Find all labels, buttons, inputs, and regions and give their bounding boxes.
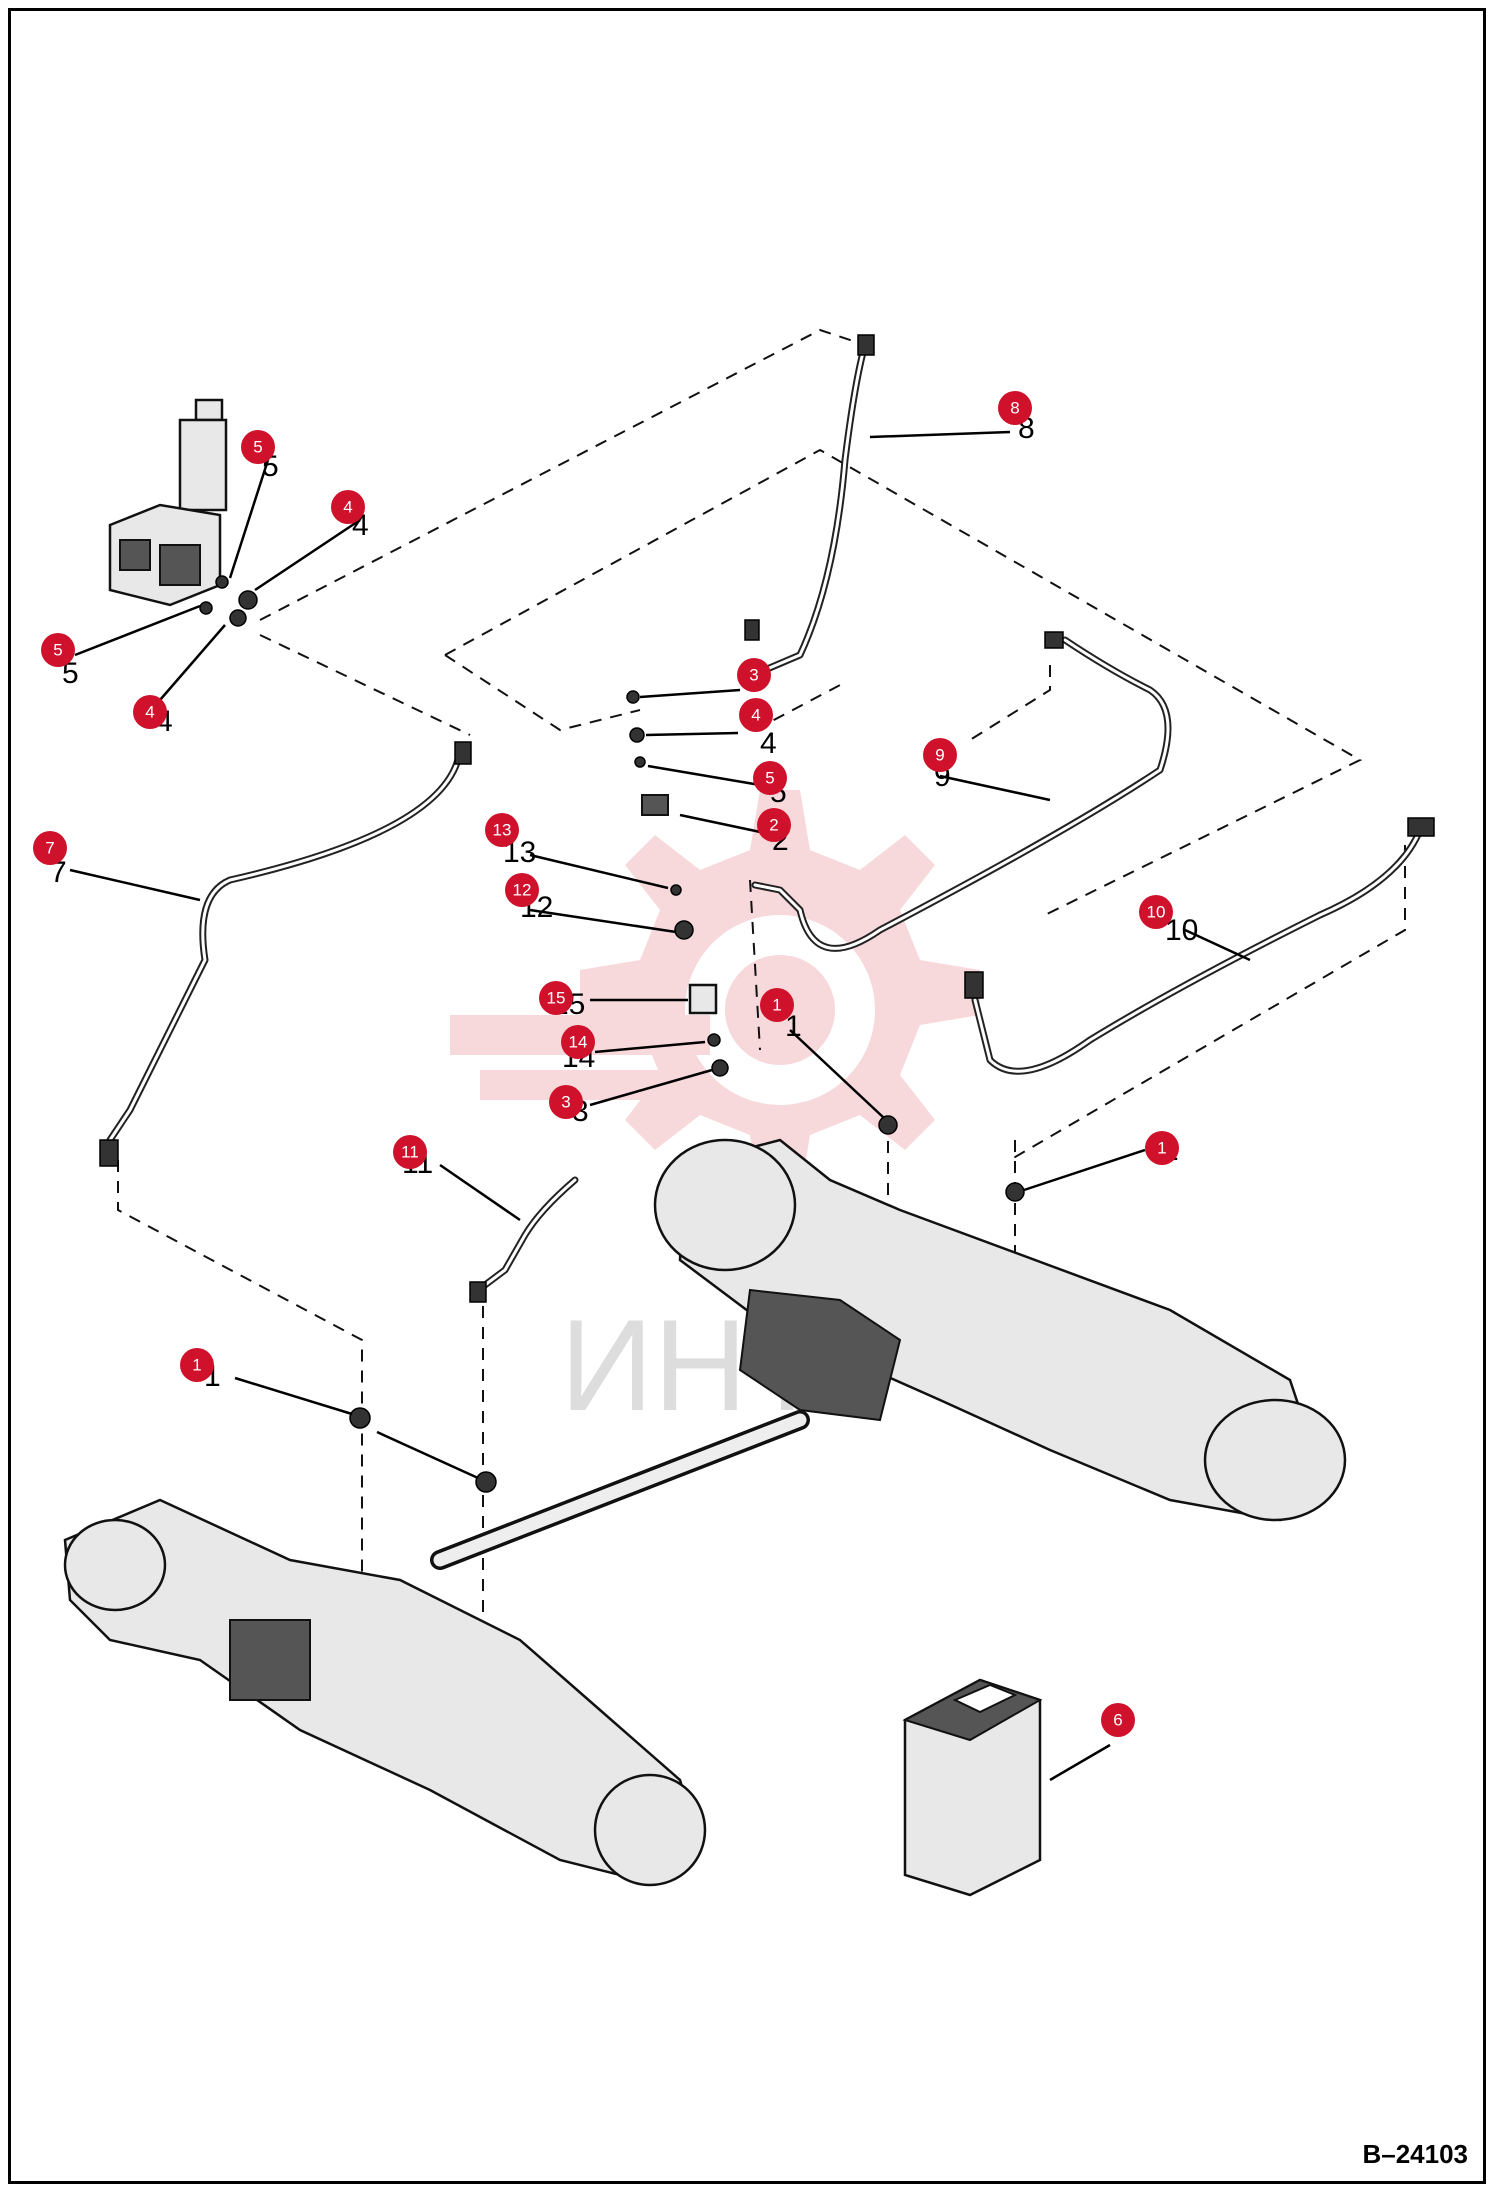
callout-9[interactable]: 9 <box>923 738 957 772</box>
svg-text:5: 5 <box>53 641 62 660</box>
svg-text:7: 7 <box>45 839 54 858</box>
svg-text:3: 3 <box>749 666 758 685</box>
callout-5-center[interactable]: 5 <box>753 761 787 795</box>
drawing-number: B–24103 <box>1362 2139 1468 2169</box>
callout-1-right[interactable]: 1 <box>1145 1131 1179 1165</box>
svg-text:1: 1 <box>785 1010 802 1043</box>
ghost-numbers: 5 4 5 4 7 8 4 5 2 9 13 12 15 14 3 1 10 1… <box>50 412 1198 1393</box>
svg-text:5: 5 <box>62 657 79 690</box>
svg-text:2: 2 <box>769 816 778 835</box>
callout-1-center[interactable]: 1 <box>760 988 794 1022</box>
callout-4-left[interactable]: 4 <box>133 695 167 729</box>
hose-10 <box>964 817 1435 1075</box>
svg-text:8: 8 <box>1010 399 1019 418</box>
svg-text:9: 9 <box>935 746 944 765</box>
svg-text:14: 14 <box>569 1033 588 1052</box>
front-axle <box>63 1498 707 1887</box>
rear-axle <box>653 1138 1347 1522</box>
callout-10[interactable]: 10 <box>1139 895 1173 929</box>
svg-text:4: 4 <box>145 703 154 722</box>
callout-1-left[interactable]: 1 <box>180 1348 214 1382</box>
svg-text:10: 10 <box>1147 903 1166 922</box>
callout-11[interactable]: 11 <box>393 1135 427 1169</box>
callout-4-center[interactable]: 4 <box>739 698 773 732</box>
svg-text:4: 4 <box>343 498 352 517</box>
svg-text:1: 1 <box>192 1356 201 1375</box>
parts-box <box>902 1678 1043 1897</box>
tee-fittings <box>349 1115 1025 1493</box>
callout-7[interactable]: 7 <box>33 831 67 865</box>
svg-text:4: 4 <box>751 706 760 725</box>
svg-text:3: 3 <box>561 1093 570 1112</box>
svg-text:5: 5 <box>765 769 774 788</box>
svg-text:4: 4 <box>760 727 777 760</box>
drawing-frame <box>8 8 1486 2184</box>
assembly-guide-lines <box>117 328 1406 1650</box>
steering-fittings <box>199 575 258 627</box>
callout-5-upper[interactable]: 5 <box>241 430 275 464</box>
svg-text:12: 12 <box>513 881 532 900</box>
callout-12[interactable]: 12 <box>505 873 539 907</box>
hose-8 <box>744 334 875 676</box>
driveshaft <box>430 1410 810 1570</box>
hose-11 <box>469 1176 579 1303</box>
callout-15[interactable]: 15 <box>539 981 573 1015</box>
svg-text:13: 13 <box>493 821 512 840</box>
svg-text:1: 1 <box>1157 1139 1166 1158</box>
callout-8[interactable]: 8 <box>998 391 1032 425</box>
svg-text:6: 6 <box>1113 1711 1122 1730</box>
hose-7 <box>99 741 472 1167</box>
svg-text:1: 1 <box>772 996 781 1015</box>
callout-3-lower[interactable]: 3 <box>549 1085 583 1119</box>
svg-text:15: 15 <box>547 989 566 1008</box>
callout-13[interactable]: 13 <box>485 813 519 847</box>
callout-5-left[interactable]: 5 <box>41 633 75 667</box>
callout-4-upper[interactable]: 4 <box>331 490 365 524</box>
callout-6[interactable]: 6 <box>1101 1703 1135 1737</box>
svg-text:5: 5 <box>253 438 262 457</box>
callout-2[interactable]: 2 <box>757 808 791 842</box>
svg-text:11: 11 <box>401 1143 419 1162</box>
leader-lines <box>69 430 1251 1782</box>
callout-14[interactable]: 14 <box>561 1025 595 1059</box>
callout-3-upper[interactable]: 3 <box>737 658 771 692</box>
steering-valve <box>108 398 228 607</box>
callouts: 5 4 5 4 7 8 3 4 5 2 9 13 12 15 14 3 <box>33 391 1179 1737</box>
fitting-stack <box>626 690 729 1077</box>
hose-9 <box>751 631 1172 952</box>
